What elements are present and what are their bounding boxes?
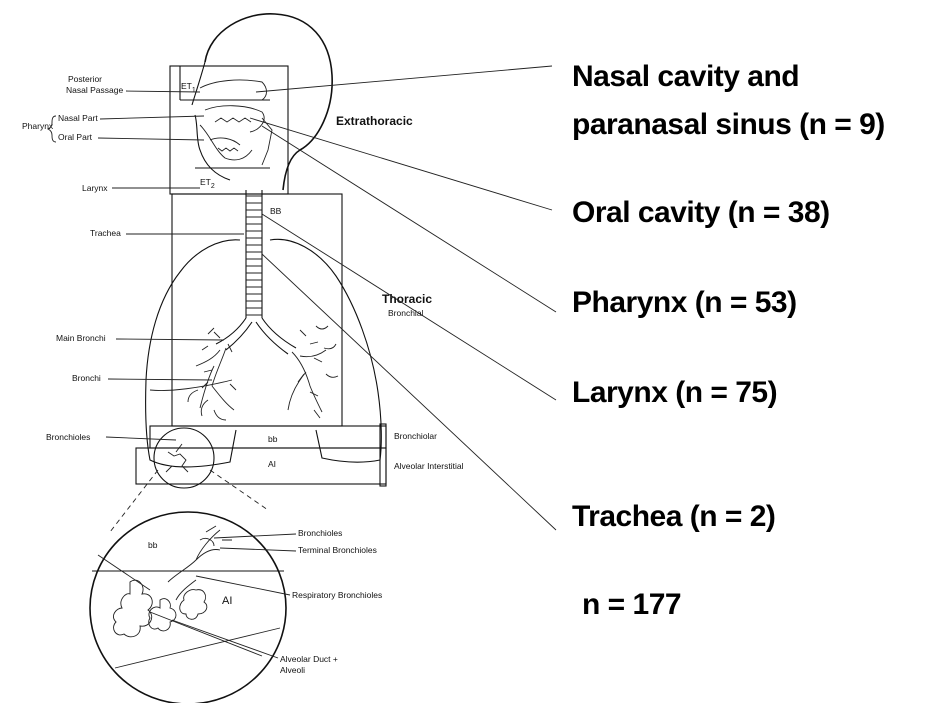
callout-nasal-line2: paranasal sinus (n = 9) xyxy=(572,108,885,141)
thoracic-box xyxy=(172,194,342,426)
inset-terminal-bronchioles-label: Terminal Bronchioles xyxy=(298,545,377,555)
callout-pharynx: Pharynx (n = 53) xyxy=(572,286,797,319)
et2-label: ET2 xyxy=(200,177,215,190)
nasal-part-label: Nasal Part xyxy=(58,113,98,123)
trachea-label: Trachea xyxy=(90,228,121,238)
left-lung-outline xyxy=(146,240,240,467)
bronchi-label: Bronchi xyxy=(72,373,101,383)
inset-ai-label: AI xyxy=(222,595,232,607)
alveolar-inset xyxy=(90,512,286,703)
trachea-drawing xyxy=(246,190,262,318)
inset-bb-label: bb xyxy=(148,540,158,550)
bb-upper-label: BB xyxy=(270,206,282,216)
total-count: n = 177 xyxy=(582,588,681,621)
head-outline xyxy=(205,14,332,190)
inset-respiratory-bronchioles-label: Respiratory Bronchioles xyxy=(292,590,382,600)
posterior-label: Posterior xyxy=(68,74,102,84)
nasal-cavity-sketch xyxy=(200,80,272,165)
bronchiolar-label: Bronchiolar xyxy=(394,431,437,441)
oral-part-label: Oral Part xyxy=(58,132,93,142)
inset-alveolar-duct-label: Alveolar Duct + xyxy=(280,654,338,664)
inset-alveoli-label: Alveoli xyxy=(280,665,305,675)
alveolar-interstitial-label: Alveolar Interstitial xyxy=(394,461,464,471)
callout-nasal-line1: Nasal cavity and xyxy=(572,60,799,93)
larynx-label: Larynx xyxy=(82,183,108,193)
bb-lower-label: bb xyxy=(268,434,278,444)
extrathoracic-label: Extrathoracic xyxy=(336,114,413,128)
callout-trachea: Trachea (n = 2) xyxy=(572,500,775,533)
bronchioles-label: Bronchioles xyxy=(46,432,90,442)
nasal-passage-label: Nasal Passage xyxy=(66,85,123,95)
face-outline xyxy=(192,62,230,180)
thoracic-label: Thoracic xyxy=(382,292,432,306)
bronchial-tree xyxy=(188,318,338,420)
inset-bronchioles-label: Bronchioles xyxy=(298,528,342,538)
callout-larynx: Larynx (n = 75) xyxy=(572,376,777,409)
main-bronchi-label: Main Bronchi xyxy=(56,333,106,343)
ai-label: AI xyxy=(268,459,276,469)
callout-oral-cavity: Oral cavity (n = 38) xyxy=(572,196,830,229)
